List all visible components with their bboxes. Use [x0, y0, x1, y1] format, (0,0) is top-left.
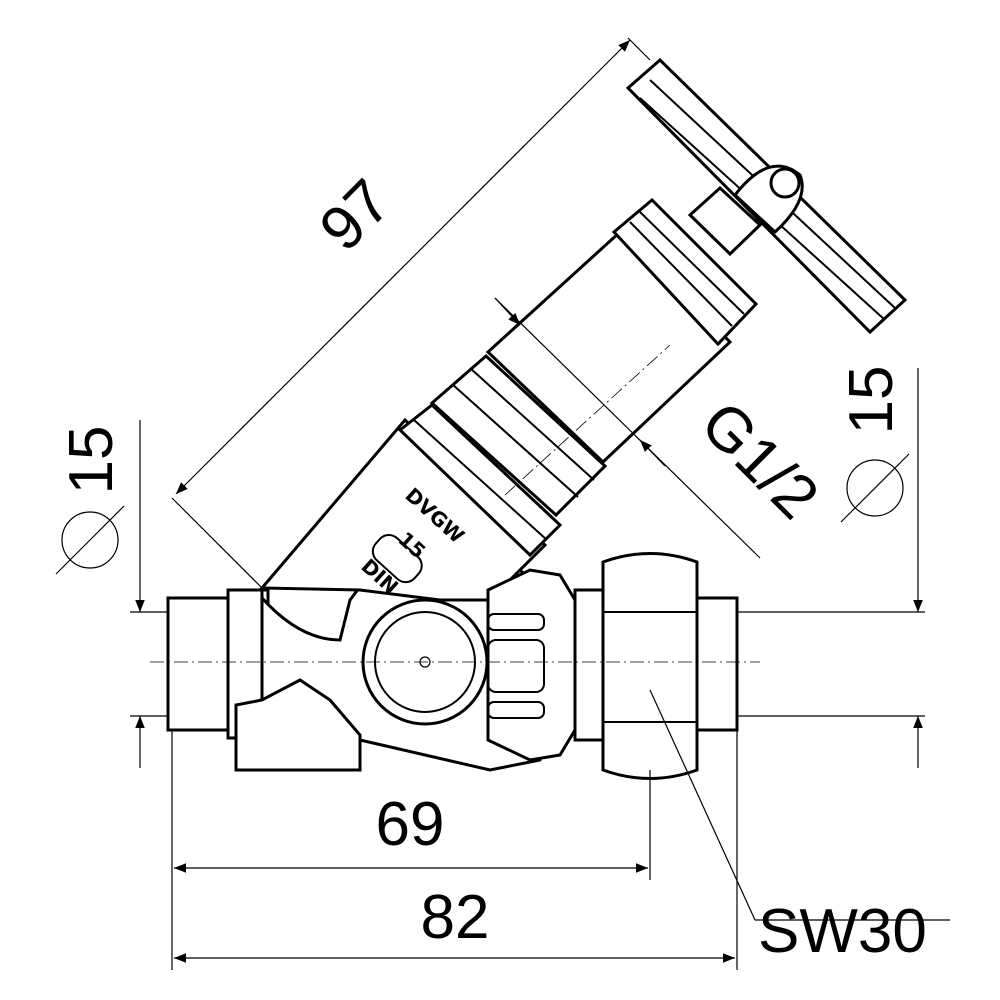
spindle: [687, 185, 763, 257]
lower-foot: [234, 678, 362, 772]
stem-nut: [611, 197, 759, 347]
leader-sw30-label: SW30: [758, 897, 927, 966]
dimension-diameter-left: 15: [55, 420, 168, 768]
dimension-82: 82: [171, 730, 738, 970]
dimension-diameter-right: 15: [737, 366, 925, 768]
right-pipe-end: [695, 596, 739, 732]
dimension-69: 69: [171, 730, 651, 880]
dimension-82-label: 82: [421, 883, 490, 952]
valve-body: [150, 57, 908, 780]
dimension-thread-label: G1/2: [688, 389, 832, 533]
dimension-69-label: 69: [376, 790, 445, 859]
dimension-97-label: 97: [307, 167, 405, 265]
marking-size-badge: [371, 533, 423, 584]
union-collar: [486, 568, 605, 762]
handwheel: [625, 57, 908, 335]
diameter-symbol-right: [840, 453, 910, 523]
union-hex-nut: [601, 552, 699, 780]
dimension-diameter-left-label: 15: [57, 426, 126, 495]
dimension-diameter-right-label: 15: [837, 366, 906, 435]
leader-sw30: SW30: [649, 689, 950, 966]
diameter-symbol-left: [55, 505, 125, 575]
